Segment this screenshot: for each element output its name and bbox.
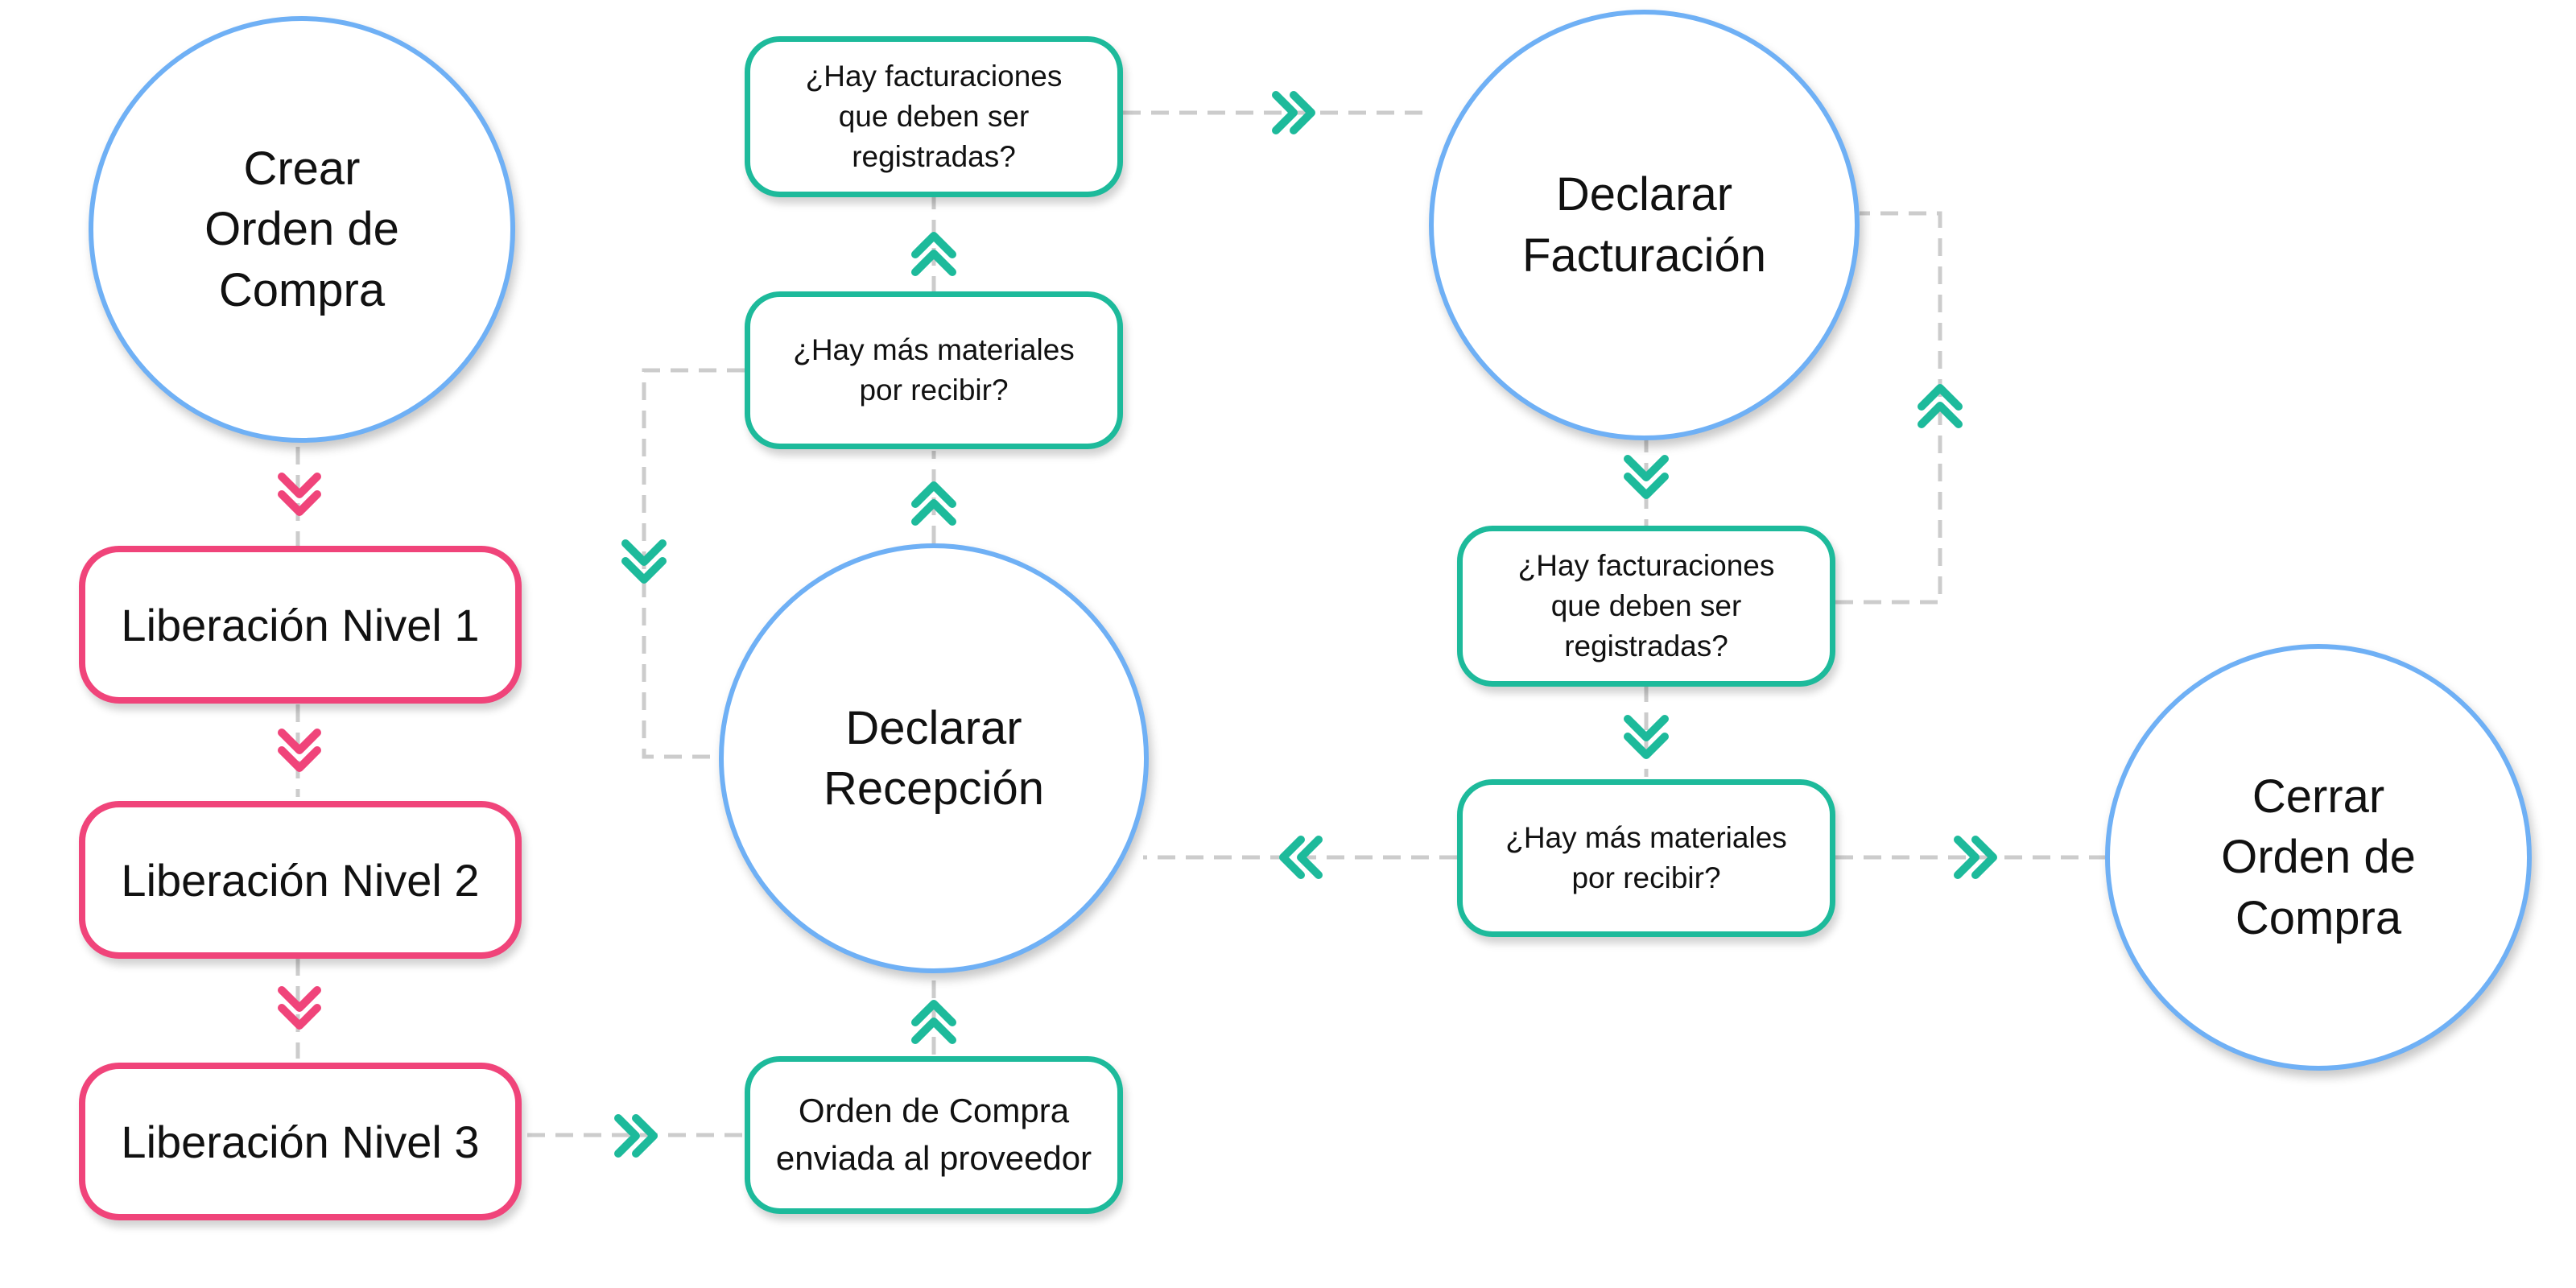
chevron-down-icon — [278, 729, 321, 772]
chevron-down-icon — [1624, 715, 1669, 759]
pregunta-materiales-2-label: ¿Hay más materiales por recibir? — [1505, 821, 1787, 894]
crear-orden-node: Crear Orden de Compra — [89, 16, 515, 443]
chevron-right-icon — [614, 1114, 658, 1158]
pregunta-facturaciones-1-label: ¿Hay facturaciones que deben ser registr… — [805, 60, 1063, 173]
pregunta-facturaciones-1-node: ¿Hay facturaciones que deben ser registr… — [745, 36, 1123, 197]
chevron-down-icon — [1624, 455, 1669, 499]
chevron-down-icon — [621, 539, 667, 584]
pregunta-facturaciones-2-label: ¿Hay facturaciones que deben ser registr… — [1517, 549, 1775, 663]
declarar-facturacion-label: Declarar Facturación — [1521, 168, 1767, 282]
declarar-recepcion-label: Declarar Recepción — [823, 701, 1045, 815]
liberacion-nivel-3-label: Liberación Nivel 3 — [121, 1116, 480, 1167]
chevron-left-icon — [1279, 836, 1323, 879]
declarar-recepcion-node: Declarar Recepción — [719, 543, 1149, 973]
liberacion-nivel-2-node: Liberación Nivel 2 — [79, 801, 522, 959]
pregunta-materiales-2-node: ¿Hay más materiales por recibir? — [1457, 779, 1835, 937]
chevron-right-icon — [1272, 91, 1315, 134]
chevron-down-icon — [278, 986, 321, 1030]
pregunta-facturaciones-2-node: ¿Hay facturaciones que deben ser registr… — [1457, 526, 1835, 687]
liberacion-nivel-2-label: Liberación Nivel 2 — [121, 854, 480, 906]
orden-enviada-label: Orden de Compra enviada al proveedor — [775, 1092, 1092, 1177]
liberacion-nivel-3-node: Liberación Nivel 3 — [79, 1063, 522, 1220]
liberacion-nivel-1-label: Liberación Nivel 1 — [121, 599, 480, 650]
orden-enviada-node: Orden de Compra enviada al proveedor — [745, 1056, 1123, 1214]
cerrar-orden-node: Cerrar Orden de Compra — [2105, 644, 2532, 1071]
chevron-up-icon — [911, 481, 956, 526]
crear-orden-label: Crear Orden de Compra — [204, 142, 399, 316]
chevron-right-icon — [1954, 836, 1997, 879]
chevron-up-icon — [911, 1000, 956, 1044]
cerrar-orden-label: Cerrar Orden de Compra — [2221, 770, 2416, 944]
chevron-up-icon — [1918, 384, 1963, 428]
pregunta-materiales-1-label: ¿Hay más materiales por recibir? — [793, 333, 1075, 407]
declarar-facturacion-node: Declarar Facturación — [1429, 10, 1860, 440]
chevron-up-icon — [911, 232, 956, 276]
pregunta-materiales-1-node: ¿Hay más materiales por recibir? — [745, 291, 1123, 449]
chevron-down-icon — [278, 473, 321, 516]
liberacion-nivel-1-node: Liberación Nivel 1 — [79, 546, 522, 704]
